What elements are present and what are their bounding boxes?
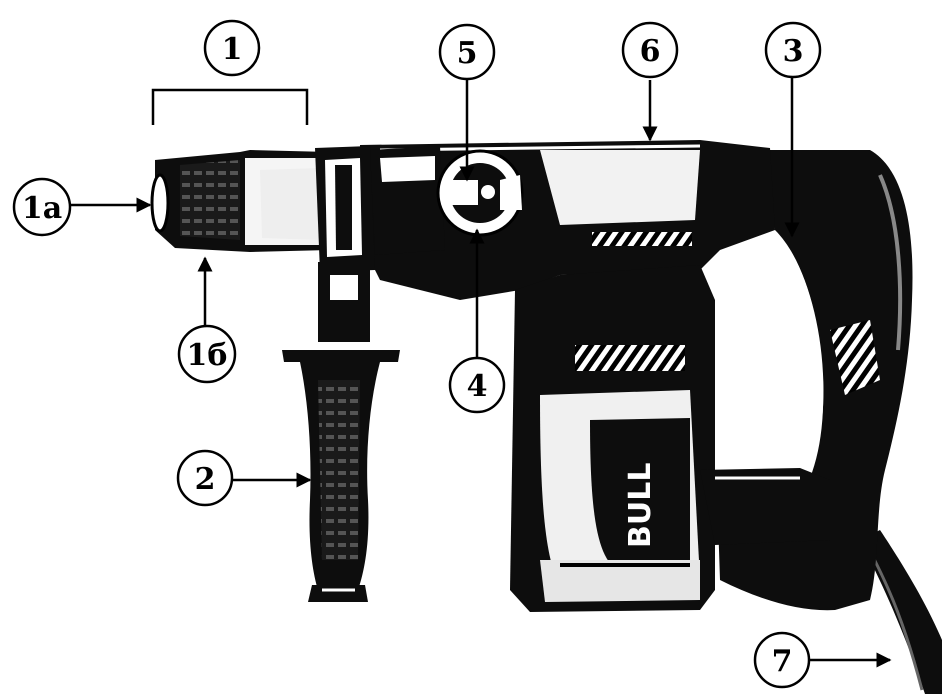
callout-1-label: 1 <box>222 32 243 67</box>
callout-2-label: 2 <box>195 462 216 497</box>
rear-handle <box>718 150 913 611</box>
callout-4: 4 <box>448 356 506 414</box>
housing-vents <box>592 232 692 246</box>
callout-2: 2 <box>176 449 234 507</box>
logo-badge <box>590 418 690 572</box>
motor-vents <box>575 345 685 371</box>
mode-selector <box>436 149 524 237</box>
brand-logo: BULL <box>623 463 658 548</box>
callout-6: 6 <box>621 21 679 79</box>
callout-1a: 1а <box>12 177 72 237</box>
callout-1b-label: 1б <box>187 338 228 373</box>
chuck-bracket <box>151 88 309 125</box>
callout-5: 5 <box>438 23 496 81</box>
auxiliary-handle <box>282 262 400 602</box>
callout-1a-label: 1а <box>22 191 62 226</box>
handle-grip-texture <box>830 320 880 395</box>
callout-7: 7 <box>753 631 811 689</box>
callout-7-label: 7 <box>772 644 793 679</box>
callout-4-label: 4 <box>467 369 488 404</box>
rotary-hammer-illustration: BULL <box>150 140 942 694</box>
chuck-tip <box>150 173 170 233</box>
callout-5-label: 5 <box>457 36 478 71</box>
callout-3: 3 <box>764 21 822 79</box>
callout-3-label: 3 <box>783 34 804 69</box>
callout-1: 1 <box>203 19 261 77</box>
callout-6-label: 6 <box>640 34 661 69</box>
callout-1b: 1б <box>177 324 237 384</box>
handle-opening <box>715 250 824 505</box>
